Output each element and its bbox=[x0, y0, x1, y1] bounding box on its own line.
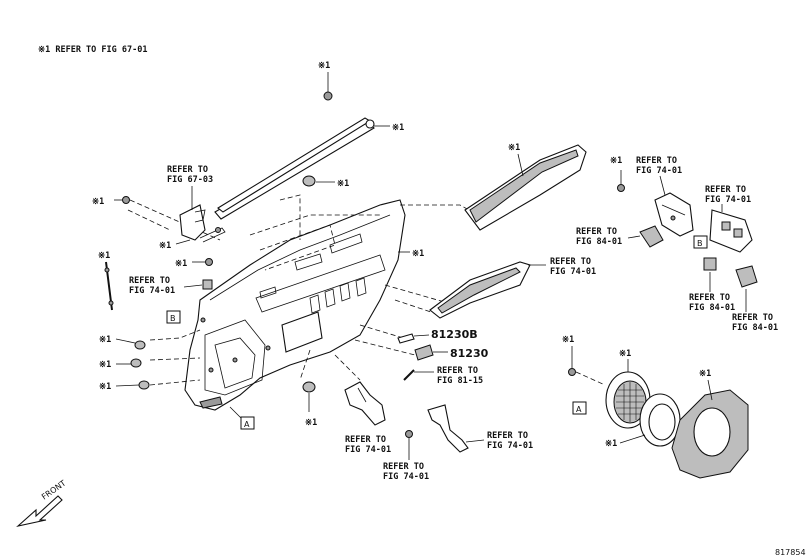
mirror-switch bbox=[735, 265, 758, 288]
ref-label: FIG 74-01 bbox=[345, 445, 391, 455]
armrest-pad bbox=[429, 261, 531, 319]
callout-box-a: A bbox=[240, 416, 255, 430]
ref-label: FIG 74-01 bbox=[129, 286, 175, 296]
front-arrow-icon bbox=[16, 495, 63, 527]
speaker-grille bbox=[671, 389, 749, 479]
callout-box-a-right: A bbox=[572, 401, 587, 415]
top-clip bbox=[323, 72, 333, 101]
ref-label: REFER TO bbox=[167, 165, 208, 175]
ref-label: FIG 81-15 bbox=[437, 376, 483, 386]
door-trim-board bbox=[184, 199, 406, 411]
diagram-id: 817854 bbox=[775, 548, 806, 557]
mark-label: ※1 bbox=[305, 418, 317, 428]
mark-label: ※1 bbox=[619, 349, 631, 359]
mark-label: ※1 bbox=[99, 360, 111, 370]
lock-rod bbox=[104, 261, 114, 311]
part-number-81230b: 81230B bbox=[431, 328, 478, 341]
speaker-spacer bbox=[639, 393, 681, 447]
mark-label: ※1 bbox=[159, 241, 171, 251]
speaker-screw bbox=[568, 346, 576, 376]
ref-label: FIG 74-01 bbox=[487, 441, 533, 451]
ref-label: REFER TO bbox=[689, 293, 730, 303]
ref-label: REFER TO bbox=[705, 185, 746, 195]
inside-handle-bracket bbox=[179, 204, 226, 243]
screw bbox=[114, 196, 130, 204]
mark-label: ※1 bbox=[699, 369, 711, 379]
ref-label: REFER TO bbox=[487, 431, 528, 441]
screw bbox=[405, 430, 413, 460]
lock-switch bbox=[703, 257, 717, 271]
ref-label: REFER TO bbox=[576, 227, 617, 237]
courtesy-lamp-lens bbox=[397, 333, 415, 344]
mark-label: ※1 bbox=[562, 335, 574, 345]
screw bbox=[205, 258, 213, 266]
pull-handle bbox=[427, 404, 469, 453]
ref-label: REFER TO bbox=[129, 276, 170, 286]
ref-label: REFER TO bbox=[732, 313, 773, 323]
callout-box-b-right: B bbox=[693, 235, 708, 249]
ref-label: FIG 84-01 bbox=[732, 323, 778, 333]
screw bbox=[617, 170, 625, 192]
mark-label: ※1 bbox=[175, 259, 187, 269]
mark-label: ※1 bbox=[98, 251, 110, 261]
ref-label: FIG 84-01 bbox=[576, 237, 622, 247]
mark-label: ※1 bbox=[99, 382, 111, 392]
mark-label: ※1 bbox=[337, 179, 349, 189]
ref-label: REFER TO bbox=[383, 462, 424, 472]
trim-clip bbox=[130, 340, 150, 390]
ref-label: FIG 74-01 bbox=[550, 267, 596, 277]
svg-text:B: B bbox=[170, 314, 176, 323]
mark-label: ※1 bbox=[92, 197, 104, 207]
svg-text:A: A bbox=[576, 405, 582, 414]
courtesy-lamp bbox=[414, 344, 434, 361]
mark-label: ※1 bbox=[392, 123, 404, 133]
ref-label: REFER TO bbox=[550, 257, 591, 267]
lamp-wire bbox=[403, 369, 415, 381]
ref-label: FIG 74-01 bbox=[383, 472, 429, 482]
inside-handle bbox=[654, 192, 694, 237]
ref-label: FIG 74-01 bbox=[705, 195, 751, 205]
svg-text:A: A bbox=[244, 420, 250, 429]
speaker bbox=[605, 371, 651, 429]
grommet bbox=[302, 175, 316, 187]
trim-clip bbox=[302, 381, 316, 412]
ref-label: REFER TO bbox=[345, 435, 386, 445]
power-window-switch bbox=[639, 225, 664, 248]
ref-label: FIG 67-03 bbox=[167, 175, 213, 185]
mark-label: ※1 bbox=[508, 143, 520, 153]
mark-label: ※1 bbox=[605, 439, 617, 449]
ref-label: FIG 74-01 bbox=[636, 166, 682, 176]
callout-box-b: B bbox=[166, 310, 181, 324]
mark-label: ※1 bbox=[610, 156, 622, 166]
refer-note: ※1 REFER TO FIG 67-01 bbox=[38, 45, 147, 55]
ref-label: REFER TO bbox=[636, 156, 677, 166]
front-label: FRONT bbox=[40, 479, 68, 502]
retainer-clip bbox=[202, 279, 213, 290]
armrest-bracket bbox=[344, 381, 386, 426]
svg-text:B: B bbox=[697, 239, 703, 248]
belt-weatherstrip bbox=[214, 117, 375, 220]
switch-base bbox=[709, 209, 753, 253]
ref-label: REFER TO bbox=[437, 366, 478, 376]
part-number-81230: 81230 bbox=[450, 347, 489, 360]
upper-trim-panel bbox=[464, 144, 587, 231]
mark-label: ※1 bbox=[99, 335, 111, 345]
mark-label: ※1 bbox=[412, 249, 424, 259]
ref-label: FIG 84-01 bbox=[689, 303, 735, 313]
mark-label: ※1 bbox=[318, 61, 330, 71]
